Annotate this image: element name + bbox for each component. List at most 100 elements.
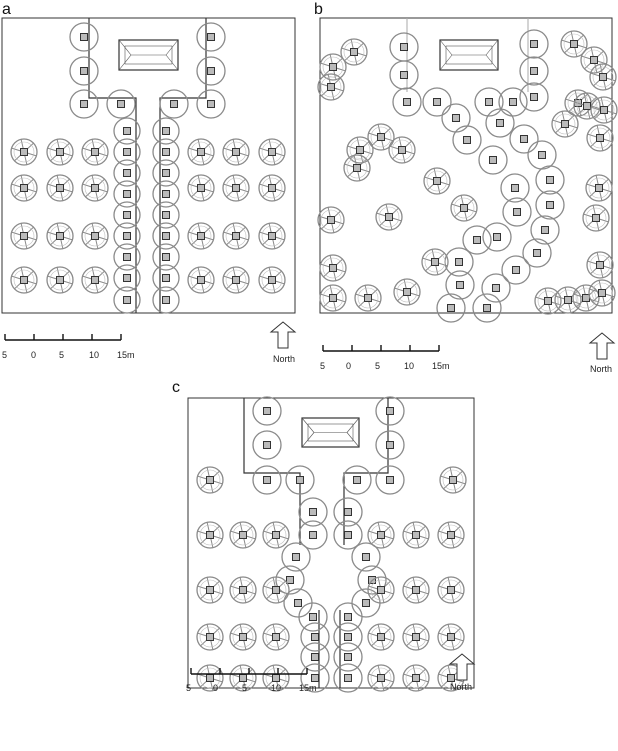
scale-labels-a: 5 0 5 10 15m <box>2 350 135 360</box>
tree-trunk <box>533 249 541 257</box>
tree <box>152 117 180 145</box>
tree-trunk <box>91 184 99 192</box>
tree <box>375 430 405 460</box>
shrub-crown <box>572 284 600 312</box>
shrub-inner <box>370 626 392 648</box>
shrub-inner <box>370 524 392 546</box>
tree <box>113 180 141 208</box>
tree <box>152 201 180 229</box>
tree <box>485 108 515 138</box>
tree-trunk <box>447 674 455 682</box>
shrub-crown <box>196 664 224 692</box>
shrub-inner <box>13 141 35 163</box>
tree-trunk <box>56 184 64 192</box>
tree-trunk <box>56 276 64 284</box>
tree-shrub <box>572 284 600 312</box>
tree-shrub <box>81 222 109 250</box>
shrub-inner <box>49 177 71 199</box>
tree-trunk <box>311 674 319 682</box>
tree-crown <box>482 222 512 252</box>
tree-trunk <box>412 674 420 682</box>
tree-crown <box>522 238 552 268</box>
tree-trunk <box>197 232 205 240</box>
tree-shrub <box>196 623 224 651</box>
tree-trunk <box>232 232 240 240</box>
tree-trunk <box>356 146 364 154</box>
tree-trunk <box>403 98 411 106</box>
shrub-inner <box>232 667 254 689</box>
tree-shrub <box>551 110 579 138</box>
tree <box>152 286 180 314</box>
tree-crown <box>342 465 372 495</box>
tree-crown <box>113 264 141 292</box>
tree-trunk <box>207 33 215 41</box>
tree-trunk <box>286 576 294 584</box>
tree-crown <box>389 60 419 90</box>
tree-trunk <box>362 553 370 561</box>
tree-crown <box>535 190 565 220</box>
north-label-c: North <box>450 682 472 692</box>
shrub-inner <box>585 207 607 229</box>
tree-trunk <box>268 148 276 156</box>
tree-crown <box>481 273 511 303</box>
shrub-inner <box>589 254 611 276</box>
tree-trunk <box>56 148 64 156</box>
shrub-inner <box>232 524 254 546</box>
tree <box>375 396 405 426</box>
tree-shrub <box>367 123 395 151</box>
tree <box>333 602 363 632</box>
tree-crown <box>422 87 452 117</box>
tree-shrub <box>187 266 215 294</box>
shrub-inner <box>440 524 462 546</box>
tree <box>389 32 419 62</box>
tree <box>333 663 363 693</box>
tree-shrub <box>222 174 250 202</box>
tree-trunk <box>162 211 170 219</box>
shrub-crown <box>340 38 368 66</box>
tree-trunk <box>239 531 247 539</box>
tree-trunk <box>117 100 125 108</box>
tree-crown <box>69 22 99 52</box>
shrub-inner <box>405 626 427 648</box>
shrub-inner <box>405 667 427 689</box>
shrub-crown <box>586 124 614 152</box>
tree <box>527 140 557 170</box>
tree <box>285 465 315 495</box>
tree-shrub <box>319 254 347 282</box>
shrub-inner <box>199 626 221 648</box>
tree-shrub <box>222 138 250 166</box>
tree-shrub <box>402 576 430 604</box>
shrub-inner <box>199 667 221 689</box>
tree-trunk <box>511 184 519 192</box>
shrub-crown <box>187 138 215 166</box>
tree-crown <box>535 165 565 195</box>
roof-ridge <box>118 54 132 71</box>
shrub-crown <box>346 136 374 164</box>
tree <box>152 159 180 187</box>
tree-trunk <box>197 148 205 156</box>
building-roof <box>124 45 173 65</box>
tree-crown <box>333 642 363 672</box>
tree-trunk <box>598 289 606 297</box>
tree <box>462 225 492 255</box>
shrub-crown <box>588 279 616 307</box>
tree-crown <box>152 117 180 145</box>
shrub-crown <box>367 623 395 651</box>
tree-shrub <box>10 138 38 166</box>
tree-trunk <box>456 281 464 289</box>
tree-shrub <box>196 466 224 494</box>
north-arrow-b <box>588 332 616 360</box>
tree-trunk <box>595 184 603 192</box>
tree-crown <box>113 286 141 314</box>
tree-crown <box>445 270 475 300</box>
shrub-crown <box>367 664 395 692</box>
roof-ridge <box>165 39 179 56</box>
shrub-inner <box>396 281 418 303</box>
tree-trunk <box>239 586 247 594</box>
shrub-crown <box>81 138 109 166</box>
scale-labels-c: 5 0 5 10 15m <box>186 683 317 693</box>
tree-crown <box>392 87 422 117</box>
shrub-crown <box>258 266 286 294</box>
tree <box>519 29 549 59</box>
tree-crown <box>375 396 405 426</box>
